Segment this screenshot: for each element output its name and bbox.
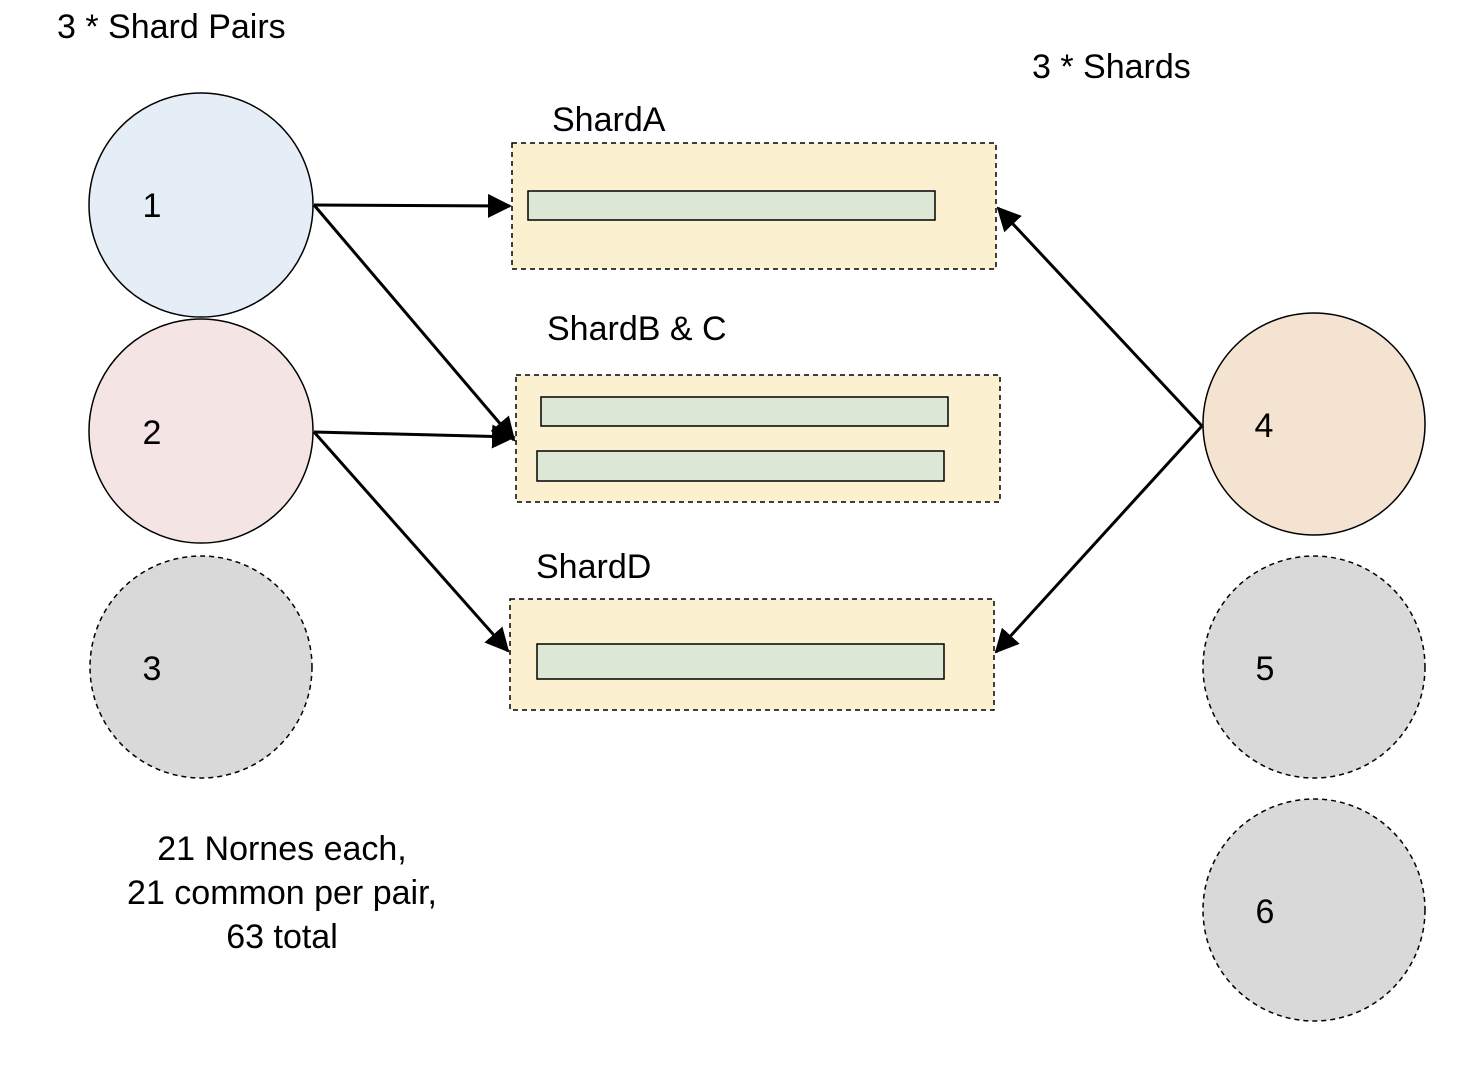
shard-d-label: ShardD bbox=[536, 548, 651, 586]
shard-a-bar bbox=[527, 190, 936, 221]
node-3-label: 3 bbox=[143, 650, 162, 688]
note-line-1: 21 Nornes each, bbox=[157, 830, 407, 868]
note: 21 Nornes each, 21 common per pair, 63 t… bbox=[127, 830, 437, 956]
node-6-circle bbox=[1202, 798, 1426, 1022]
shard-c-bar bbox=[536, 450, 945, 482]
node-5-circle bbox=[1202, 555, 1426, 779]
node-6: 6 bbox=[1202, 798, 1426, 1022]
node-4-circle bbox=[1202, 312, 1426, 536]
edge-1-to-shard-bc bbox=[312, 204, 516, 442]
edges bbox=[312, 193, 1204, 654]
node-2: 2 bbox=[88, 318, 314, 544]
node-5: 5 bbox=[1202, 555, 1426, 779]
shard-d-bar bbox=[536, 643, 945, 680]
node-5-label: 5 bbox=[1256, 650, 1275, 688]
edge-1-to-shard-a bbox=[313, 193, 512, 218]
shard-b-bar bbox=[540, 396, 949, 427]
node-2-circle bbox=[88, 318, 314, 544]
shard-group-bc bbox=[515, 374, 1001, 503]
node-1-label: 1 bbox=[143, 187, 162, 225]
shard-group-a bbox=[511, 142, 997, 270]
left-heading: 3 * Shard Pairs bbox=[57, 8, 286, 46]
right-heading: 3 * Shards bbox=[1032, 48, 1191, 86]
node-1-circle bbox=[88, 92, 314, 318]
edge-2-to-shard-d bbox=[312, 431, 510, 653]
node-6-label: 6 bbox=[1256, 893, 1275, 931]
shard-group-d bbox=[509, 598, 995, 711]
shard-a-label: ShardA bbox=[552, 101, 666, 139]
node-3: 3 bbox=[89, 555, 313, 779]
edge-4-to-shard-a bbox=[996, 206, 1204, 428]
shard-bc-box bbox=[515, 374, 1001, 503]
node-4: 4 bbox=[1202, 312, 1426, 536]
shard-bc-label: ShardB & C bbox=[547, 310, 727, 348]
node-3-circle bbox=[89, 555, 313, 779]
edge-2-to-shard-bc bbox=[313, 424, 516, 449]
node-1: 1 bbox=[88, 92, 314, 318]
note-line-2: 21 common per pair, bbox=[127, 874, 437, 912]
note-line-3: 63 total bbox=[226, 918, 338, 956]
edge-4-to-shard-d bbox=[994, 424, 1204, 654]
node-2-label: 2 bbox=[143, 414, 162, 452]
node-4-label: 4 bbox=[1255, 407, 1274, 445]
